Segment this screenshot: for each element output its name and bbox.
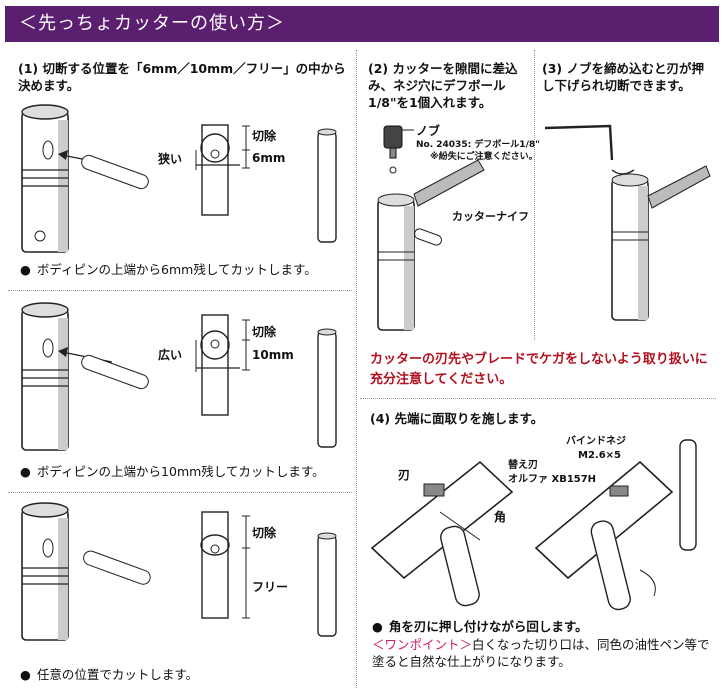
page-title: ＜先っちょカッターの使い方＞: [19, 13, 285, 34]
cut-pin-result: [317, 328, 337, 448]
safety-warning: カッターの刃先やブレードでケガをしないよう取り扱いに充分注意してください。: [370, 352, 708, 387]
pin-illustration: [58, 347, 149, 390]
step4-instruction: (4) 先端に面取りを施します。: [370, 411, 544, 426]
page-header: ＜先っちょカッターの使い方＞: [5, 6, 719, 42]
corner-label: 角: [494, 510, 507, 524]
cut-label: 切除: [252, 129, 277, 143]
tool-body-illustration: [21, 502, 69, 641]
part-note: No. 24035: デフボール1/8": [416, 140, 540, 150]
size-label: 10mm: [252, 348, 294, 362]
pin-illustration: [58, 150, 149, 190]
cut-label: 切除: [252, 526, 277, 540]
knob-illustration: [383, 125, 414, 174]
hex-key-illustration: [544, 124, 635, 175]
step1-instruction: (1) 切断する位置を「6mm／10mm／フリー」の中から決めます。: [18, 61, 346, 93]
divider: [8, 290, 352, 291]
size-label: フリー: [252, 580, 289, 594]
one-point-tip: ＜ワンポイント＞白くなった切り口は、同色の油性ペン等で塗ると自然な仕上がりになり…: [372, 636, 710, 670]
cut-diagram: [195, 314, 250, 416]
cut-pin-result: [317, 128, 337, 243]
row-caption: ボディピンの上端から10mm残してカットします。: [20, 463, 325, 480]
pin-illustration: [83, 550, 151, 585]
divider: [534, 50, 535, 340]
cut-diagram: [200, 511, 250, 619]
row-caption: 任意の位置でカットします。: [20, 666, 198, 683]
cut-pin-result: [317, 532, 337, 637]
divider: [8, 492, 352, 493]
blade-label: 刃: [398, 468, 411, 482]
chamfer-illustration: [534, 460, 674, 611]
size-label: 6mm: [252, 151, 286, 165]
width-label: 広い: [158, 348, 183, 362]
divider: [360, 398, 716, 399]
one-point-text: 白くなった切り口は、同色の油性ペン等で塗ると自然な仕上がりになります。: [372, 637, 710, 669]
tool-body-illustration: [21, 302, 69, 451]
cutter-label: カッターナイフ: [452, 210, 529, 223]
step4-bullet: 角を刃に押し付けながら回します。: [372, 618, 588, 635]
bind-screw-label: バインドネジ: [566, 436, 626, 447]
spare-blade-label: 替え刃: [508, 460, 538, 471]
divider: [356, 50, 357, 688]
cut-diagram: [195, 124, 250, 216]
row-caption: ボディピンの上端から6mm残してカットします。: [20, 261, 317, 278]
cut-pin-result: [679, 439, 697, 551]
tool-body-illustration: [21, 104, 69, 253]
chamfer-illustration: [370, 460, 514, 607]
knob-label: ノブ: [416, 124, 441, 138]
step2-instruction: (2) カッターを隙間に差込み、ネジ穴にデフボール1/8"を1個入れます。: [368, 61, 518, 110]
step3-instruction: (3) ノブを締め込むと刃が押し下げられ切断できます。: [542, 61, 704, 93]
width-label: 狭い: [158, 152, 183, 166]
part-note: ※紛失にご注意ください。: [430, 152, 538, 162]
cut-label: 切除: [252, 325, 277, 339]
one-point-tag: ＜ワンポイント＞: [372, 637, 473, 652]
bind-screw-size: M2.6×5: [578, 450, 622, 461]
spare-blade-part: オルファ XB157H: [508, 474, 597, 485]
cutter-tool-illustration: [611, 165, 711, 321]
cutter-tool-illustration: [377, 159, 485, 331]
